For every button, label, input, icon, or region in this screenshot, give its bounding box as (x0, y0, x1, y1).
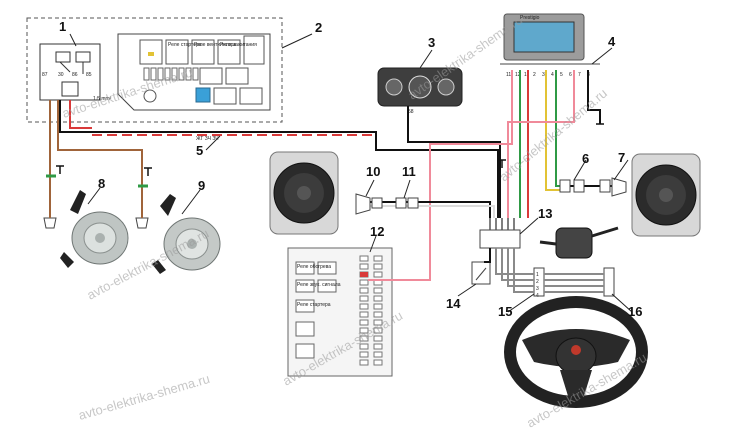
fuse (359, 311, 369, 318)
fuse (359, 351, 369, 358)
fuse (373, 319, 383, 326)
head-unit-pin: 5 (560, 72, 563, 78)
fuse-box-12: Реле обогрева Реле звук. сигнала Реле ст… (287, 247, 393, 377)
fuse (373, 271, 383, 278)
switch-14 (471, 261, 491, 285)
fuse-box-2-label: Реле стартера (168, 42, 202, 48)
fuse (373, 263, 383, 270)
callout-16: 16 (628, 304, 642, 319)
column-switch (539, 226, 619, 259)
fuse-box-2: Реле стартера Реле вентилятора Реле зажи… (117, 33, 271, 111)
relay-pin: 87 (42, 72, 48, 78)
callout-14: 14 (446, 296, 461, 311)
relay-pin: 85 (86, 72, 92, 78)
fuse (359, 279, 369, 286)
connectors-10-11 (355, 193, 419, 215)
callout-12: 12 (370, 224, 384, 239)
head-unit-pin: 12 (515, 72, 521, 78)
head-unit-pin: 7 (578, 72, 581, 78)
callout-5: 5 (196, 143, 203, 158)
svg-text:avto-elektrika-shema.ru: avto-elektrika-shema.ru (496, 85, 610, 184)
head-unit-pin: 3 (542, 72, 545, 78)
fuse (373, 327, 383, 334)
harness-5-label: ЖГ ЗЧ ЗЧ (196, 136, 219, 142)
dashed-frame (26, 17, 283, 123)
fuse (373, 287, 383, 294)
fuse-box-2-label: Реле зажигания (220, 42, 257, 48)
steering-wheel (504, 296, 648, 408)
callout-1: 1 (59, 19, 66, 34)
relay-pin: 86 (72, 72, 78, 78)
connector-15-pin: 4 (536, 293, 539, 299)
horn-connectors (43, 217, 149, 229)
fuse (359, 343, 369, 350)
horn-9 (152, 194, 221, 274)
fuse-box-12-label: Реле обогрева (297, 264, 331, 270)
callout-8: 8 (98, 176, 105, 191)
fuse-box-12-label: Реле стартера (297, 302, 331, 308)
relay-pin: 30 (58, 72, 64, 78)
wire-section-label: 1.5 mm² (93, 96, 112, 102)
head-unit-pin: 1 (524, 72, 527, 78)
speaker-left (269, 151, 339, 235)
ground-symbol (56, 116, 604, 176)
fuse (373, 295, 383, 302)
fuse (359, 263, 369, 270)
connectors-6-7 (559, 177, 627, 197)
callout-10: 10 (366, 164, 380, 179)
connector-15: 1 2 3 4 (533, 267, 615, 299)
connector-15-pin: 2 (536, 279, 539, 285)
leader-lines (69, 33, 633, 313)
head-unit-pin: 2 (533, 72, 536, 78)
head-unit-brand: Prestigio (520, 15, 540, 21)
fuse (373, 351, 383, 358)
callout-11: 11 (402, 164, 416, 179)
fuse-box-12-label: Реле звук. сигнала (297, 282, 341, 288)
fuse (359, 335, 369, 342)
svg-text:avto-elektrika-shema.ru: avto-elektrika-shema.ru (77, 371, 212, 423)
light-switch-3: 58 (377, 67, 463, 115)
fuse (373, 359, 383, 366)
fuse (373, 343, 383, 350)
callout-6: 6 (582, 151, 589, 166)
callout-2: 2 (315, 20, 322, 35)
callout-15: 15 (498, 304, 512, 319)
fuse (373, 311, 383, 318)
connector-15-pin: 1 (536, 272, 539, 278)
switch-pin-label: 58 (408, 109, 414, 115)
callout-4: 4 (608, 34, 616, 49)
fuse (359, 359, 369, 366)
head-unit-pin: 11 (506, 72, 511, 78)
head-unit-pin: 6 (569, 72, 572, 78)
callout-3: 3 (428, 35, 435, 50)
head-unit-pin: 4 (551, 72, 554, 78)
fuse (359, 319, 369, 326)
callout-13: 13 (538, 206, 552, 221)
fuse (373, 335, 383, 342)
fuse-box-2-label: Реле вентилятора (194, 42, 236, 48)
fuse (359, 303, 369, 310)
fuse (359, 295, 369, 302)
connector-13 (479, 229, 521, 249)
speaker-right (631, 153, 701, 237)
fuse (359, 255, 369, 262)
callout-7: 7 (618, 150, 625, 165)
callout-9: 9 (198, 178, 205, 193)
horn-8 (60, 190, 129, 268)
connector-15-pin: 3 (536, 286, 539, 292)
fuse (373, 303, 383, 310)
fuse (359, 287, 369, 294)
fuse (373, 255, 383, 262)
fuse (359, 327, 369, 334)
